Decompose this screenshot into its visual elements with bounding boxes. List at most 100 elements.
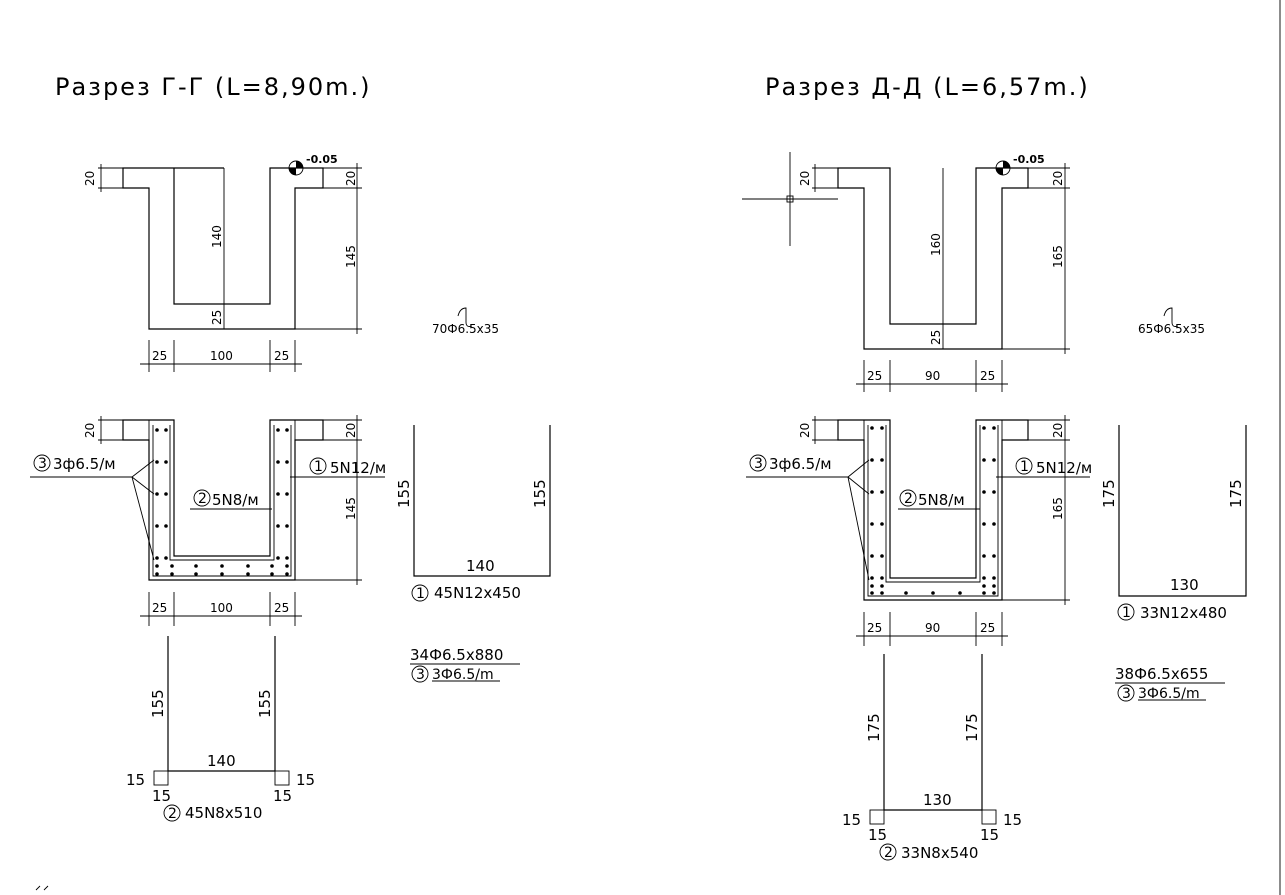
dim-text: 165	[1051, 245, 1065, 268]
dim-text: 155	[149, 689, 167, 718]
rebar-dots	[155, 428, 289, 576]
callout-number: 2	[904, 491, 913, 507]
dim-text: 130	[923, 791, 952, 809]
dim-text: 25	[980, 369, 995, 383]
level-mark: -0.05	[288, 153, 338, 176]
dim-text: 20	[344, 171, 358, 186]
callout-number: 2	[884, 845, 893, 861]
dim-text: 20	[798, 423, 812, 438]
dim-text: 15	[296, 771, 315, 789]
callout-circle	[33, 454, 51, 472]
dim-text: 25	[152, 349, 167, 363]
callout-number: 3	[754, 456, 763, 472]
section-left: Разрез Г-Г (L=8,90m.) 20 20 140 145 25 -…	[30, 73, 551, 822]
callout-number: 3	[38, 456, 47, 472]
callout-number: 1	[416, 586, 425, 602]
level-mark: -0.05	[995, 153, 1045, 176]
bar3-spec2: 3Ф6.5/m	[432, 667, 494, 683]
leader-line	[131, 476, 155, 495]
rebar-outer	[867, 425, 999, 597]
dim-text: 15	[842, 811, 861, 829]
bar1-shape	[413, 425, 551, 577]
dim-text: 145	[344, 497, 358, 520]
dim-text: 100	[210, 349, 233, 363]
dim-text: 100	[210, 601, 233, 615]
callout-number: 2	[198, 491, 207, 507]
callout-circle	[1015, 457, 1033, 475]
dim-text: 25	[867, 369, 882, 383]
ucs-icon	[35, 885, 49, 891]
hook-icon	[457, 307, 473, 327]
callout-circle	[411, 665, 429, 683]
dim-text: 140	[466, 557, 495, 575]
dim-text: 15	[868, 826, 887, 844]
callout-circle	[1117, 603, 1135, 621]
callout-number: 1	[1122, 605, 1131, 621]
leader-line	[847, 459, 870, 478]
rebar-dots	[870, 426, 996, 595]
bar1-spec: 45N12x450	[434, 584, 521, 602]
dim-text: 155	[256, 689, 274, 718]
dim-text: 15	[1003, 811, 1022, 829]
callout-number: 1	[1020, 459, 1029, 475]
callout-number: 3	[1122, 686, 1131, 702]
dim-text: 160	[929, 233, 943, 256]
section-right: Разрез Д-Д (L=6,57m.) 20 20 160 165 25 -…	[742, 73, 1247, 862]
callout-number: 3	[416, 667, 425, 683]
dim-text: 20	[1051, 423, 1065, 438]
dim-text: 155	[531, 479, 549, 508]
svg-text:-0.05: -0.05	[306, 153, 338, 166]
callout-circle	[163, 804, 181, 822]
bar1-label-callout: 5N12/м	[330, 459, 386, 477]
callout-circle	[899, 489, 917, 507]
dim-text: 175	[1100, 479, 1118, 508]
dim-text: 25	[867, 621, 882, 635]
bar3-spec: 38Ф6.5x655	[1115, 665, 1208, 683]
dim-text: 90	[925, 369, 940, 383]
dim-text: 20	[83, 423, 97, 438]
bar2-end-left	[153, 770, 169, 786]
leader-line	[847, 476, 870, 495]
hook-icon	[1163, 307, 1179, 327]
callout-circle	[879, 843, 897, 861]
dim-text: 175	[865, 713, 883, 742]
dim-text: 25	[274, 349, 289, 363]
callout-circle	[1117, 684, 1135, 702]
bar2-end-right	[274, 770, 290, 786]
dim-text: 15	[980, 826, 999, 844]
dim-text: 90	[925, 621, 940, 635]
channel-outline-top	[837, 167, 1029, 350]
bar2-label: 5N8/м	[918, 491, 965, 509]
dim-text: 15	[273, 787, 292, 805]
rebar-inner	[885, 425, 981, 583]
rebar-outer	[152, 425, 292, 577]
dim-text: 20	[83, 171, 97, 186]
leader-line	[131, 459, 155, 478]
svg-text:-0.05: -0.05	[1013, 153, 1045, 166]
hook-label: 65Ф6.5x35	[1138, 322, 1205, 336]
dim-text: 25	[929, 330, 943, 345]
bar3-spec2: 3Ф6.5/m	[1138, 686, 1200, 702]
bar1-spec: 33N12x480	[1140, 604, 1227, 622]
dim-text: 140	[210, 225, 224, 248]
dim-text: 20	[798, 171, 812, 186]
dim-text: 155	[395, 479, 413, 508]
callout-circle	[411, 584, 429, 602]
dim-text: 25	[980, 621, 995, 635]
dim-text: 25	[274, 601, 289, 615]
crosshair-cursor-icon	[742, 152, 838, 246]
bar2-end-right	[981, 809, 997, 825]
callout-number: 1	[314, 459, 323, 475]
dim-text: 175	[963, 713, 981, 742]
channel-outline-rebar	[837, 419, 1029, 601]
bar3-label: 3ф6.5/м	[53, 455, 116, 473]
bar1-shape	[1118, 425, 1247, 597]
dim-text: 15	[126, 771, 145, 789]
dim-text: 20	[1051, 171, 1065, 186]
section-title: Разрез Д-Д (L=6,57m.)	[765, 73, 1090, 101]
bar2-spec: 33N8x540	[901, 844, 978, 862]
callout-circle	[309, 457, 327, 475]
dim-text: 20	[344, 423, 358, 438]
dim-text: 25	[152, 601, 167, 615]
bar2-shape	[883, 654, 983, 811]
